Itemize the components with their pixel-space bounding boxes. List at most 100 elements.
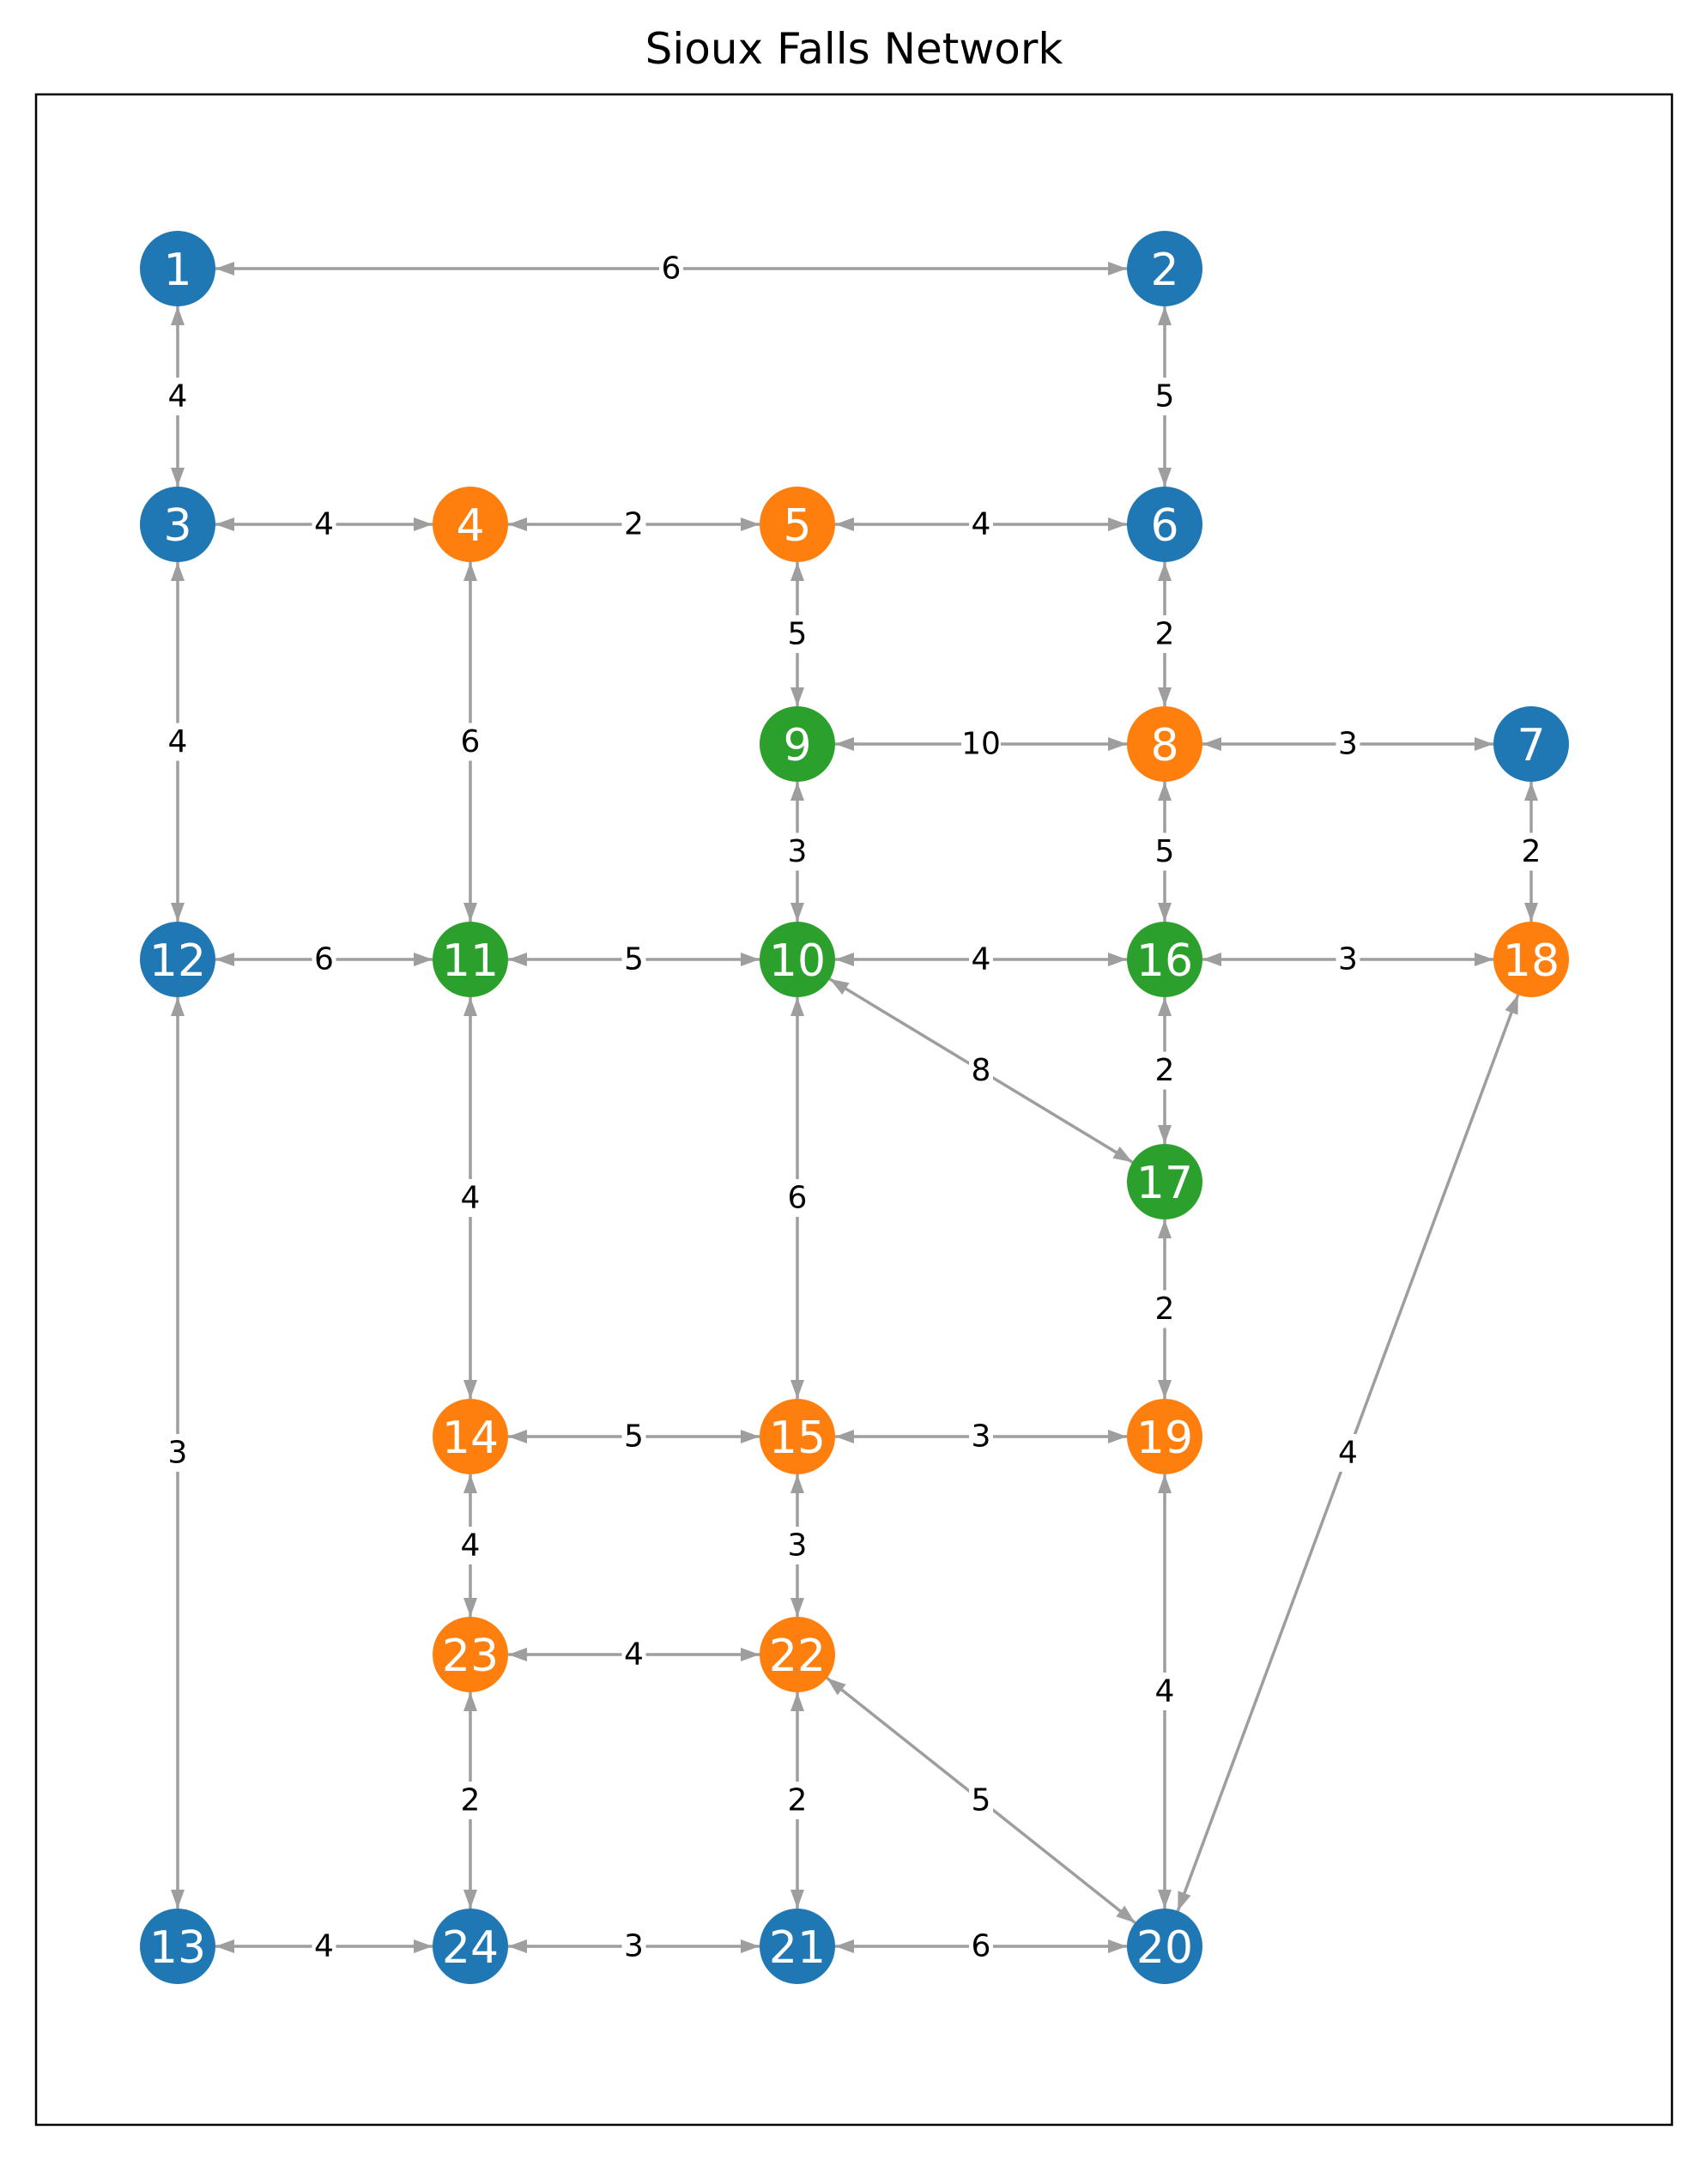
node-label-21: 21 xyxy=(769,1922,826,1974)
edge-label-bg-21-24 xyxy=(621,1927,646,1965)
edge-label-bg-10-11 xyxy=(621,941,646,978)
edge-label-bg-19-20 xyxy=(1153,1673,1177,1710)
edge-label-bg-3-4 xyxy=(312,505,336,543)
arrowhead-15-10 xyxy=(790,997,804,1016)
arrowhead-20-19 xyxy=(1158,1474,1172,1493)
node-label-15: 15 xyxy=(769,1413,826,1464)
arrowhead-7-18 xyxy=(1524,903,1538,922)
edge-label-bg-13-24 xyxy=(312,1927,336,1965)
node-label-22: 22 xyxy=(769,1631,826,1682)
arrowhead-7-8 xyxy=(1202,737,1221,751)
node-circle-19 xyxy=(1127,1399,1202,1474)
edge-weight-15-19: 3 xyxy=(972,1419,991,1455)
edge-label-bg-1-3 xyxy=(166,378,190,415)
edge-weight-15-22: 3 xyxy=(788,1528,808,1564)
node-9: 9 xyxy=(760,706,835,782)
node-label-17: 17 xyxy=(1136,1158,1193,1209)
node-circle-23 xyxy=(433,1617,508,1692)
edge-label-bg-16-18 xyxy=(1336,941,1360,978)
edge-weight-10-15: 6 xyxy=(788,1181,808,1216)
arrowhead-5-9 xyxy=(790,687,804,706)
node-circle-24 xyxy=(433,1909,508,1984)
node-23: 23 xyxy=(433,1617,508,1692)
edge-weight-4-5: 2 xyxy=(624,507,644,542)
arrowhead-12-3 xyxy=(171,562,185,581)
arrowhead-17-10 xyxy=(829,978,850,995)
arrowhead-19-17 xyxy=(1158,1219,1172,1238)
edge-label-bg-7-18 xyxy=(1519,832,1543,871)
edge-weight-1-3: 4 xyxy=(168,379,188,414)
edge-label-bg-8-9 xyxy=(961,725,1001,763)
node-label-8: 8 xyxy=(1150,720,1178,771)
node-label-20: 20 xyxy=(1136,1922,1193,1974)
arrowhead-6-2 xyxy=(1158,306,1172,325)
node-17: 17 xyxy=(1127,1144,1202,1219)
edge-label-bg-7-8 xyxy=(1336,725,1360,763)
arrowhead-3-4 xyxy=(414,517,433,531)
edge-weight-1-2: 6 xyxy=(662,251,681,287)
arrowhead-8-16 xyxy=(1158,903,1172,922)
arrowhead-14-15 xyxy=(741,1430,760,1443)
node-label-11: 11 xyxy=(442,935,499,987)
arrowhead-10-11 xyxy=(508,953,527,966)
edge-weight-17-19: 2 xyxy=(1155,1292,1175,1327)
edge-weight-16-18: 3 xyxy=(1338,942,1358,977)
arrowhead-17-16 xyxy=(1158,997,1172,1016)
node-circle-13 xyxy=(140,1909,215,1984)
edge-weight-16-17: 2 xyxy=(1155,1053,1175,1088)
node-13: 13 xyxy=(140,1909,215,1984)
arrowhead-15-22 xyxy=(790,1598,804,1617)
node-label-12: 12 xyxy=(149,935,206,987)
arrowhead-8-6 xyxy=(1158,562,1172,581)
edge-label-bg-8-16 xyxy=(1153,832,1177,871)
edge-label-bg-12-13 xyxy=(166,1434,190,1472)
arrowhead-4-5 xyxy=(741,517,760,531)
node-3: 3 xyxy=(140,487,215,562)
node-7: 7 xyxy=(1493,706,1569,782)
node-circle-20 xyxy=(1127,1909,1202,1984)
node-label-14: 14 xyxy=(442,1413,499,1464)
arrowhead-16-10 xyxy=(835,953,854,966)
node-label-24: 24 xyxy=(442,1922,499,1974)
edge-weight-21-24: 3 xyxy=(624,1929,644,1964)
edge-weight-4-11: 6 xyxy=(461,724,481,759)
diagram-title: Sioux Falls Network xyxy=(645,24,1063,74)
edge-weight-5-6: 4 xyxy=(972,507,991,542)
edge-weight-20-21: 6 xyxy=(972,1929,991,1964)
edge-weight-8-9: 10 xyxy=(961,727,1001,762)
arrowhead-22-15 xyxy=(790,1474,804,1493)
arrowhead-24-21 xyxy=(741,1939,760,1953)
edge-weight-18-20: 4 xyxy=(1338,1436,1358,1471)
node-circle-10 xyxy=(760,922,835,997)
node-circle-16 xyxy=(1127,922,1202,997)
arrowhead-5-6 xyxy=(1108,517,1127,531)
node-label-23: 23 xyxy=(442,1631,499,1682)
arrowhead-8-9 xyxy=(835,737,854,751)
arrowhead-15-14 xyxy=(508,1430,527,1443)
arrowhead-3-1 xyxy=(171,306,185,325)
node-8: 8 xyxy=(1127,706,1202,782)
arrowhead-9-8 xyxy=(1108,737,1127,751)
node-circle-3 xyxy=(140,487,215,562)
edge-label-bg-3-12 xyxy=(166,723,190,761)
edge-weight-14-15: 5 xyxy=(624,1419,644,1455)
node-circle-21 xyxy=(760,1909,835,1984)
edge-label-bg-14-15 xyxy=(621,1418,646,1455)
arrowhead-21-20 xyxy=(1108,1939,1127,1953)
node-14: 14 xyxy=(433,1399,508,1474)
node-circle-6 xyxy=(1127,487,1202,562)
arrowhead-10-15 xyxy=(790,1380,804,1399)
node-circle-7 xyxy=(1493,706,1569,782)
node-18: 18 xyxy=(1493,922,1569,997)
arrowhead-1-3 xyxy=(171,468,185,487)
arrowhead-16-8 xyxy=(1158,782,1172,801)
node-circle-18 xyxy=(1493,922,1569,997)
edge-label-bg-2-6 xyxy=(1153,378,1177,415)
edge-label-bg-11-14 xyxy=(458,1179,482,1217)
edge-weight-11-14: 4 xyxy=(461,1181,481,1216)
arrowhead-8-7 xyxy=(1475,737,1493,751)
edge-weight-5-9: 5 xyxy=(788,617,808,652)
edge-weight-21-22: 2 xyxy=(788,1783,808,1818)
node-circle-4 xyxy=(433,487,508,562)
